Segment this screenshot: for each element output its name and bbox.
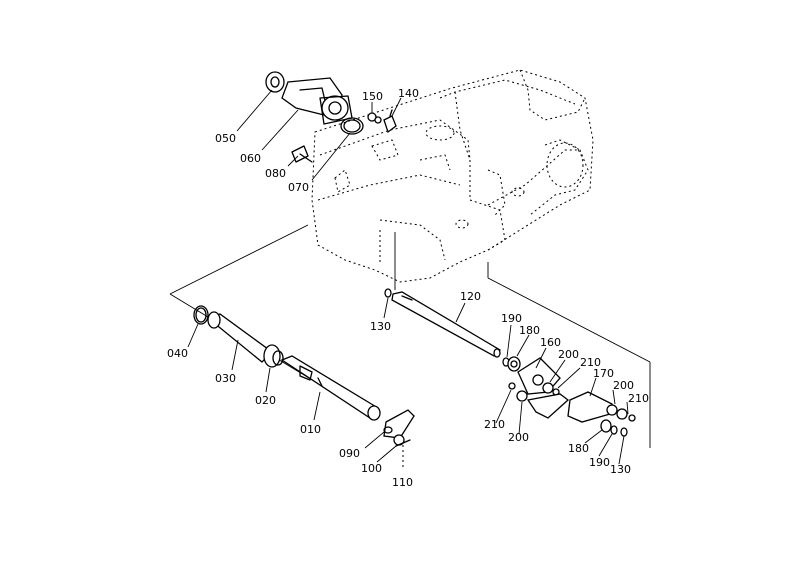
label-130-bottom: 130 — [610, 463, 631, 476]
label-200-left: 200 — [508, 431, 529, 444]
left-shaft-assembly — [193, 305, 415, 470]
leader-lines — [187, 89, 629, 465]
label-210-right: 210 — [628, 392, 649, 405]
label-060: 060 — [240, 152, 261, 165]
label-200-right: 200 — [613, 379, 634, 392]
label-110: 110 — [392, 476, 413, 489]
label-150: 150 — [362, 90, 383, 103]
label-090: 090 — [339, 447, 360, 460]
label-130-top: 130 — [370, 320, 391, 333]
label-200-top: 200 — [558, 348, 579, 361]
label-100: 100 — [361, 462, 382, 475]
label-140: 140 — [398, 87, 419, 100]
label-120: 120 — [460, 290, 481, 303]
label-180-top: 180 — [519, 324, 540, 337]
right-linkage — [502, 356, 636, 437]
label-040: 040 — [167, 347, 188, 360]
part-labels: 050 060 080 070 150 140 120 130 040 030 … — [167, 87, 649, 489]
label-020: 020 — [255, 394, 276, 407]
label-210-left: 210 — [484, 418, 505, 431]
label-190-bottom: 190 — [589, 456, 610, 469]
transmission-housing — [311, 69, 594, 283]
label-070: 070 — [288, 181, 309, 194]
shaft-120 — [384, 288, 502, 358]
label-170: 170 — [593, 367, 614, 380]
label-180-bottom: 180 — [568, 442, 589, 455]
label-050: 050 — [215, 132, 236, 145]
label-030: 030 — [215, 372, 236, 385]
label-160: 160 — [540, 336, 561, 349]
label-010: 010 — [300, 423, 321, 436]
label-080: 080 — [265, 167, 286, 180]
top-assembly — [265, 71, 397, 163]
label-210-top: 210 — [580, 356, 601, 369]
label-190-top: 190 — [501, 312, 522, 325]
